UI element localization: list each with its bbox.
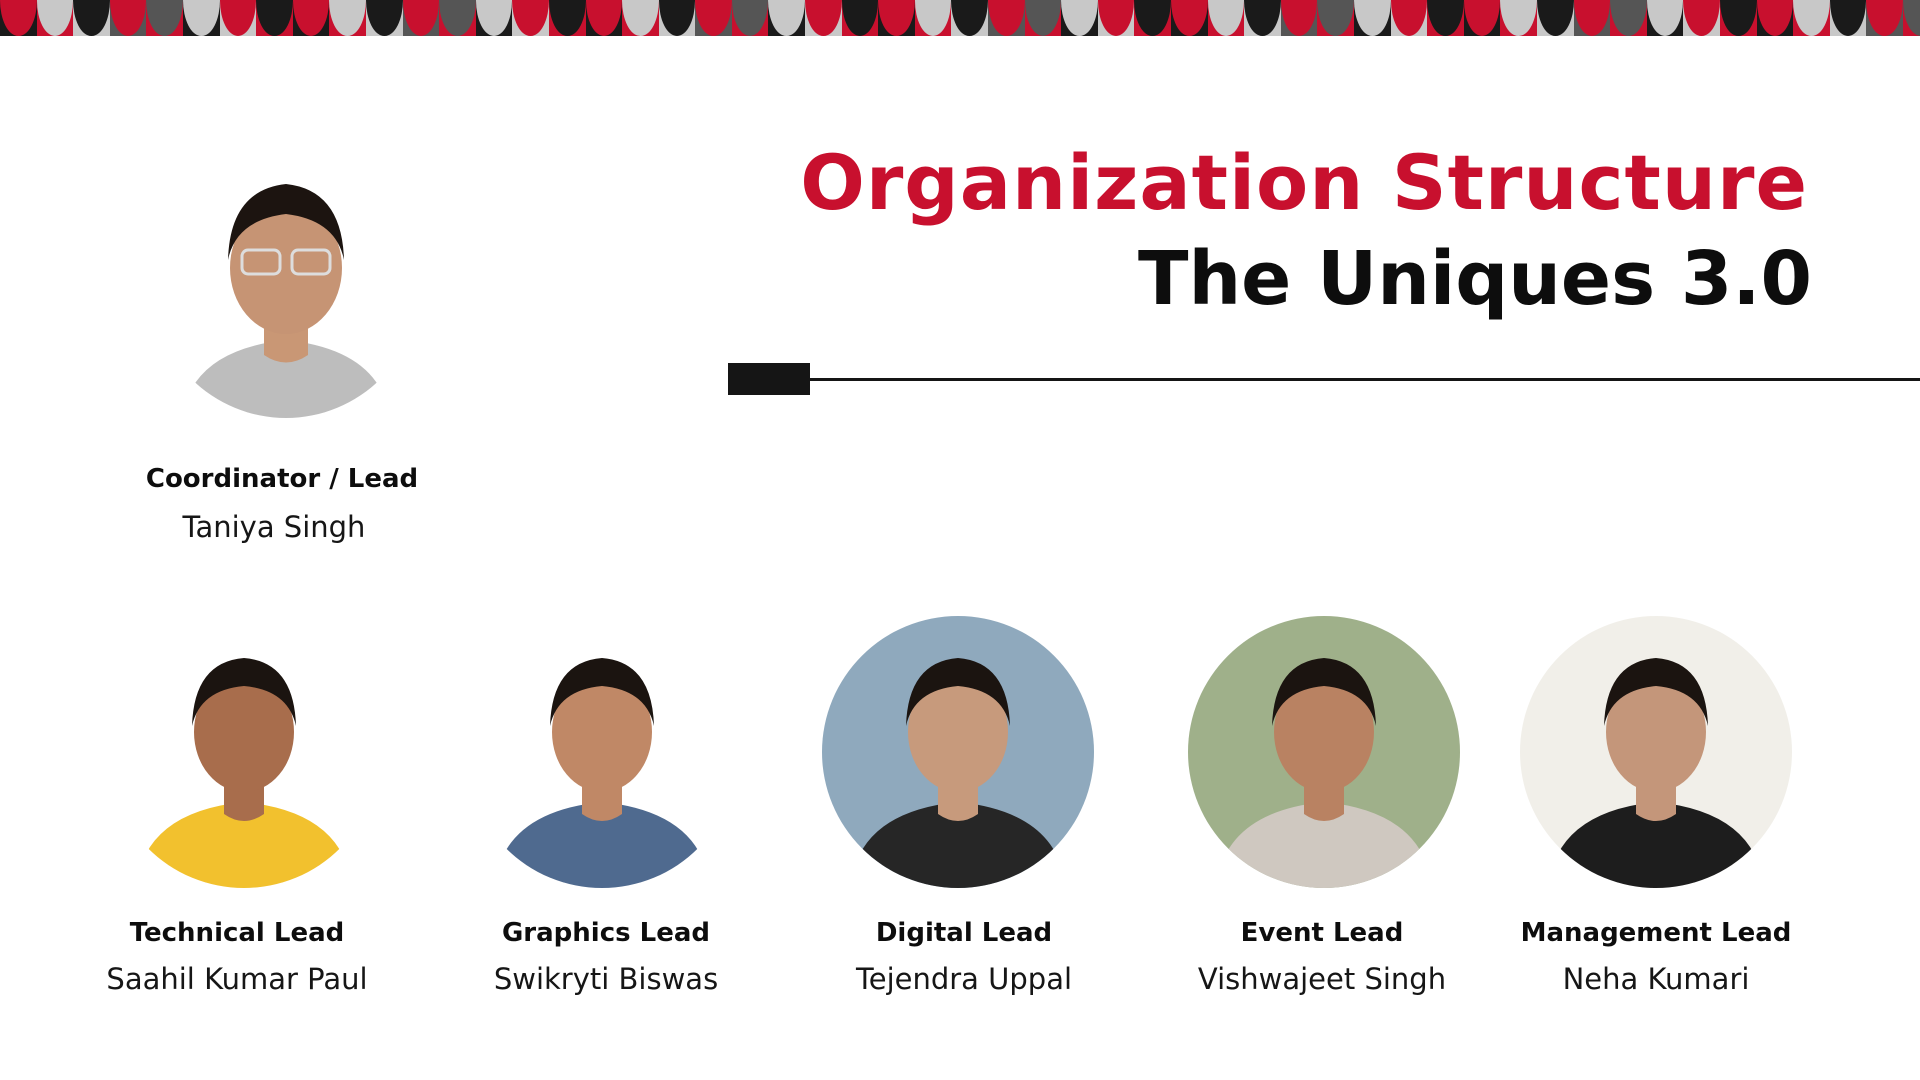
border-segment	[695, 0, 732, 36]
lead-photo	[1188, 616, 1460, 888]
border-segment	[1317, 0, 1354, 36]
border-segment	[182, 0, 220, 36]
border-segment	[622, 0, 659, 36]
border-segment	[1353, 0, 1391, 36]
coordinator-role: Coordinator / Lead	[145, 464, 419, 494]
lead-role: Event Lead	[1240, 918, 1404, 948]
border-segment	[1902, 0, 1920, 36]
lead-role: Technical Lead	[129, 918, 345, 948]
border-segment	[439, 0, 476, 36]
border-segment	[1646, 0, 1684, 36]
decorative-top-border	[0, 0, 1920, 36]
lead-name: Swikryti Biswas	[493, 962, 719, 996]
coordinator-name: Taniya Singh	[182, 510, 366, 544]
border-segment	[1793, 0, 1830, 36]
border-segment	[731, 0, 769, 36]
border-segment	[256, 0, 293, 36]
lead-name: Vishwajeet Singh	[1197, 962, 1447, 996]
lead-role: Management Lead	[1520, 918, 1792, 948]
border-segment	[1756, 0, 1794, 36]
border-segment	[1573, 0, 1611, 36]
border-segment	[0, 0, 37, 36]
border-segment	[841, 0, 879, 36]
lead-photo	[466, 616, 738, 888]
coordinator-photo	[152, 150, 420, 418]
page-title: Organization Structure	[800, 138, 1808, 227]
border-segment	[292, 0, 330, 36]
border-segment	[1280, 0, 1318, 36]
coordinator-card: Coordinator / Lead Taniya Singh	[122, 464, 442, 544]
lead-name: Tejendra Uppal	[855, 962, 1073, 996]
border-segment	[1536, 0, 1574, 36]
border-segment	[768, 0, 806, 36]
lead-role: Graphics Lead	[501, 918, 711, 948]
border-segment	[73, 0, 110, 36]
border-segment	[1427, 0, 1464, 36]
border-segment	[512, 0, 549, 36]
border-segment	[548, 0, 586, 36]
border-segment	[951, 0, 989, 36]
border-segment	[658, 0, 696, 36]
border-segment	[585, 0, 623, 36]
border-segment	[1866, 0, 1903, 36]
border-segment	[1207, 0, 1245, 36]
lead-name: Neha Kumari	[1562, 962, 1750, 996]
lead-role: Digital Lead	[875, 918, 1053, 948]
lead-photo	[822, 616, 1094, 888]
title-divider-line	[728, 378, 1920, 381]
border-segment	[365, 0, 403, 36]
border-segment	[1683, 0, 1720, 36]
page-subtitle: The Uniques 3.0	[1138, 236, 1812, 322]
border-segment	[1244, 0, 1281, 36]
border-segment	[109, 0, 147, 36]
border-segment	[329, 0, 366, 36]
border-segment	[1500, 0, 1537, 36]
lead-photo	[108, 616, 380, 888]
border-segment	[1719, 0, 1757, 36]
lead-name: Saahil Kumar Paul	[106, 962, 368, 996]
border-segment	[1171, 0, 1208, 36]
border-segment	[1024, 0, 1062, 36]
border-segment	[219, 0, 257, 36]
border-segment	[988, 0, 1025, 36]
border-segment	[1061, 0, 1098, 36]
border-segment	[1097, 0, 1135, 36]
lead-photo	[1520, 616, 1792, 888]
border-segment	[805, 0, 842, 36]
border-segment	[1829, 0, 1867, 36]
border-segment	[1390, 0, 1428, 36]
border-segment	[1463, 0, 1501, 36]
border-segment	[1610, 0, 1647, 36]
border-segment	[914, 0, 952, 36]
title-divider-block	[728, 363, 810, 395]
border-segment	[1134, 0, 1171, 36]
border-segment	[475, 0, 513, 36]
border-segment	[36, 0, 74, 36]
border-segment	[878, 0, 915, 36]
border-segment	[402, 0, 440, 36]
border-segment	[146, 0, 183, 36]
